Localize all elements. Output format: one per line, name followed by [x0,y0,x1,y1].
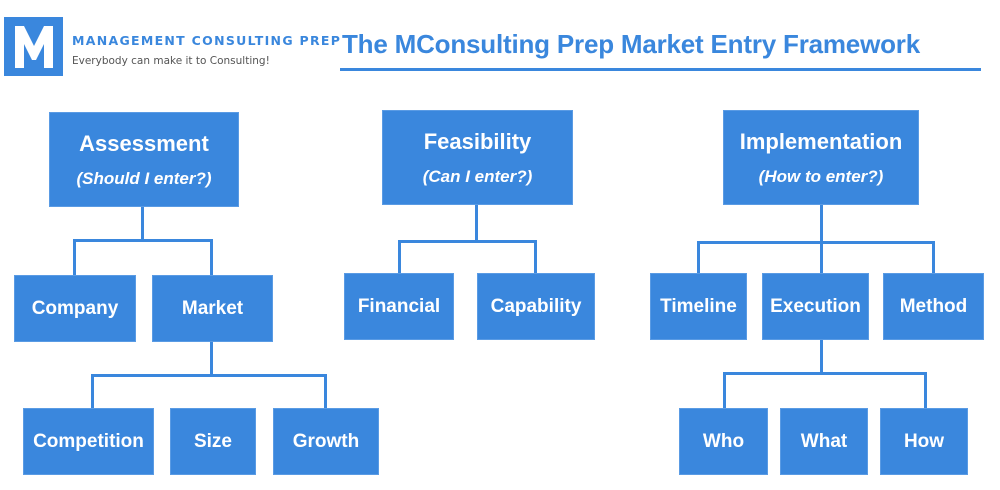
node-label: Timeline [660,295,737,317]
connector [475,205,478,242]
node-implementation: Implementation (How to enter?) [723,110,919,205]
node-what: What [780,408,868,475]
m-logo-icon [14,25,53,68]
node-label: Implementation [739,128,903,154]
node-label: Who [702,430,745,452]
node-label: Feasibility [423,128,532,154]
node-label: Method [899,295,968,317]
node-label: Market [181,297,244,319]
connector [210,239,213,275]
connector [534,240,537,273]
connector [924,372,927,408]
node-label: How [903,430,945,452]
connector [723,372,927,375]
connector [398,240,537,243]
node-assessment: Assessment (Should I enter?) [49,112,239,207]
connector [398,240,401,273]
connector [697,241,935,244]
connector [820,205,823,243]
node-size: Size [170,408,256,475]
node-feasibility: Feasibility (Can I enter?) [382,110,573,205]
brand-tagline: Everybody can make it to Consulting! [72,55,270,67]
node-label: Competition [33,430,144,452]
node-question: (Can I enter?) [422,166,533,186]
connector [91,374,327,377]
node-capability: Capability [477,273,595,340]
connector [697,241,700,273]
page-title: The MConsulting Prep Market Entry Framew… [342,29,920,59]
node-question: (How to enter?) [758,166,884,186]
node-label: Execution [770,295,861,317]
title-underline [340,68,981,71]
logo [4,17,63,76]
connector [820,340,823,375]
node-timeline: Timeline [650,273,747,340]
node-question: (Should I enter?) [76,168,212,188]
connector [141,207,144,241]
connector [73,239,213,242]
node-label: Capability [490,295,582,317]
connector [820,241,823,273]
node-competition: Competition [23,408,154,475]
node-who: Who [679,408,768,475]
node-label: Size [193,430,233,452]
node-label: What [800,430,848,452]
connector [932,241,935,273]
connector [723,372,726,408]
node-execution: Execution [762,273,869,340]
node-how: How [880,408,968,475]
node-growth: Growth [273,408,379,475]
node-label: Company [31,297,119,319]
connector [91,374,94,408]
node-label: Financial [357,295,441,317]
node-company: Company [14,275,136,342]
node-method: Method [883,273,984,340]
node-label: Assessment [79,130,209,156]
connector [324,374,327,408]
node-financial: Financial [344,273,454,340]
node-market: Market [152,275,273,342]
brand-name: MANAGEMENT CONSULTING PREP [72,33,342,48]
connector [73,239,76,275]
node-label: Growth [292,430,360,452]
connector [210,342,213,377]
